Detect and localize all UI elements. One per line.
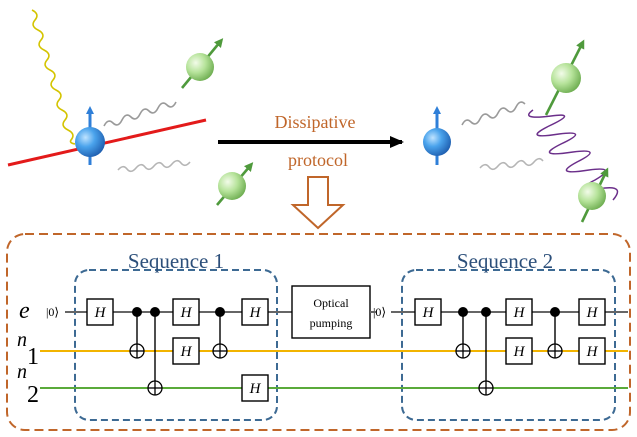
ket0-left: |0⟩ <box>46 305 59 319</box>
h-gate-s1-e1: H <box>86 298 114 326</box>
cnot4-control <box>458 307 468 317</box>
blue-spin-sphere <box>75 127 105 157</box>
svg-text:n: n <box>17 329 27 351</box>
optical-pumping-box <box>291 285 371 339</box>
green-spin-2-sphere <box>218 172 246 200</box>
sequence1-box <box>74 269 278 421</box>
h-gate-s2-n1-b: H <box>578 337 606 365</box>
h-gate-s1-e2: H <box>172 298 200 326</box>
svg-text:H: H <box>513 344 526 360</box>
svg-text:H: H <box>249 381 262 397</box>
cnot6-control <box>550 307 560 317</box>
green-spin-right-2-sphere <box>578 182 606 210</box>
down-hollow-arrow <box>290 176 346 230</box>
sequence2-box <box>401 269 616 421</box>
svg-text:2: 2 <box>27 382 39 408</box>
cnot2-control <box>150 307 160 317</box>
cnot1-target <box>129 343 145 359</box>
svg-text:H: H <box>422 305 435 321</box>
green-spin-1-sphere <box>186 53 214 81</box>
ket0-right: |0⟩ <box>373 305 386 319</box>
cnot3-target <box>212 343 228 359</box>
sequence1-title: Sequence 1 <box>128 249 224 273</box>
incoming-photon <box>31 9 76 145</box>
h-gate-s2-e2: H <box>505 298 533 326</box>
arrow-label-line1: Dissipative <box>275 112 356 132</box>
h-gate-s2-e3: H <box>578 298 606 326</box>
svg-text:H: H <box>249 305 262 321</box>
svg-text:H: H <box>180 305 193 321</box>
grey-photon-right-lower <box>479 157 544 171</box>
h-gate-s1-e3: H <box>241 298 269 326</box>
grey-photon-lower <box>117 159 191 173</box>
entanglement-coil <box>528 109 619 201</box>
cnot6-target <box>547 343 563 359</box>
row-label-n1: n 1 <box>17 329 39 370</box>
row-label-e: e <box>19 298 30 324</box>
circuit-outer-frame <box>6 233 631 431</box>
cnot1-control <box>132 307 142 317</box>
green-spin-right-1-sphere <box>551 63 581 93</box>
sequence2-title: Sequence 2 <box>457 249 553 273</box>
process-arrow: Dissipative protocol <box>218 112 404 230</box>
h-gate-s1-n1: H <box>172 337 200 365</box>
cnot2-target <box>147 380 163 396</box>
svg-text:H: H <box>586 305 599 321</box>
right-scene <box>423 39 619 223</box>
cnot5-control <box>481 307 491 317</box>
svg-text:H: H <box>586 344 599 360</box>
svg-text:1: 1 <box>27 344 39 370</box>
left-scene <box>7 9 254 206</box>
h-gate-s2-n1-a: H <box>505 337 533 365</box>
arrow-label-line2: protocol <box>288 150 348 170</box>
h-gate-s1-n2: H <box>241 374 269 402</box>
blue-spin-right-sphere <box>423 128 451 156</box>
cnot4-target <box>455 343 471 359</box>
circuit-panel: Sequence 1 Sequence 2 e n 1 n 2 |0⟩ |0⟩ … <box>6 233 631 431</box>
red-line <box>7 118 207 167</box>
svg-text:H: H <box>94 305 107 321</box>
row-label-n2: n 2 <box>17 361 39 408</box>
svg-text:H: H <box>513 305 526 321</box>
svg-text:n: n <box>17 361 27 383</box>
cnot3-control <box>215 307 225 317</box>
grey-photon-right-upper <box>461 101 526 126</box>
optical-pumping-line2: pumping <box>310 316 353 330</box>
grey-photon-upper <box>103 101 177 127</box>
svg-text:H: H <box>180 344 193 360</box>
h-gate-s2-e1: H <box>414 298 442 326</box>
cnot5-target <box>478 380 494 396</box>
optical-pumping-line1: Optical <box>313 296 349 310</box>
